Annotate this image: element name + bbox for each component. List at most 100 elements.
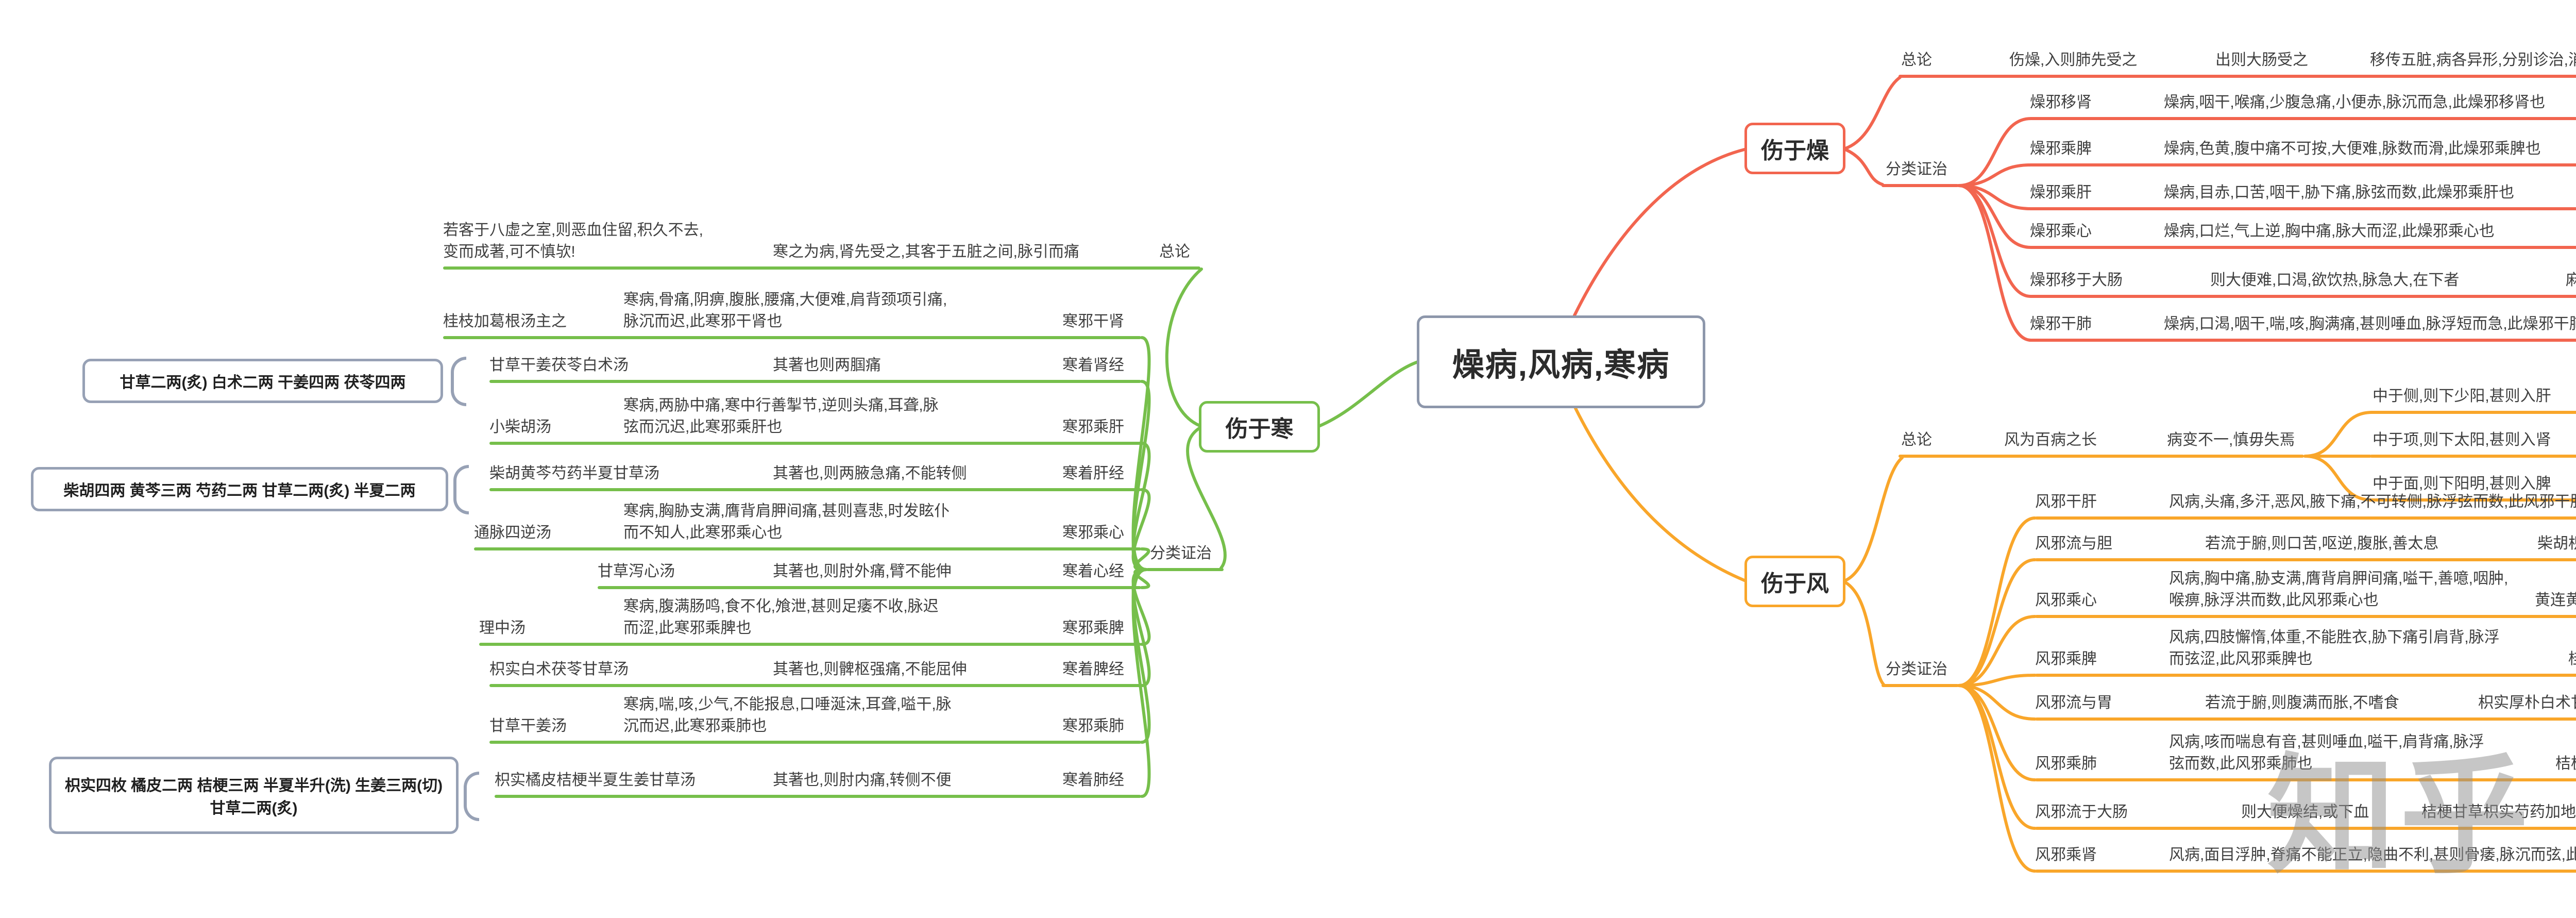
cold-row-label[interactable]: 寒着脾经 (1062, 661, 1124, 678)
row-line (489, 380, 1141, 383)
dry-overview-label[interactable]: 总论 (1901, 52, 1932, 69)
wind-row-label[interactable]: 风邪乘心 (2035, 592, 2097, 609)
cold-row-text[interactable]: 寒病,胸胁支满,膺背肩胛间痛,甚则喜悲,时发眩仆而不知人,此寒邪乘心也 (623, 503, 950, 541)
row-line (2035, 615, 2576, 618)
cold-row-text[interactable]: 寒病,喘,咳,少气,不能报息,口唾涎沫,耳聋,嗌干,脉沉而迟,此寒邪乘肺也 (623, 696, 952, 735)
dry-row-formula[interactable]: 麻仁白蜜煎 (2566, 272, 2576, 289)
wind-overview-sub[interactable]: 病变不一,慎毋失焉 (2167, 431, 2295, 448)
dry-row-text[interactable]: 燥病,目赤,口苦,咽干,胁下痛,脉弦而数,此燥邪乘肝也 (2164, 184, 2515, 201)
row-line (2030, 246, 2576, 249)
wind-row-label[interactable]: 风邪乘脾 (2035, 650, 2097, 667)
wind-overview-label[interactable]: 总论 (1901, 431, 1932, 448)
wind-overview-item[interactable]: 中于侧,则下少阳,甚则入肝 (2372, 388, 2551, 405)
row-line (479, 643, 1141, 646)
row-line (443, 336, 1141, 339)
wind-row-label[interactable]: 风邪流与胃 (2035, 694, 2112, 711)
wind-row-text[interactable]: 风病,面目浮肿,脊痛不能正立,隐曲不利,甚则骨痿,脉沉而弦,此风邪乘肾也 (2169, 846, 2576, 863)
cold-row-label[interactable]: 寒着肾经 (1062, 357, 1124, 374)
wind-row-formula[interactable]: 柴胡枳实芍药甘草汤 (2537, 535, 2576, 552)
cold-row-text[interactable]: 其著也则两腘痛 (773, 357, 881, 374)
wind-row-label[interactable]: 风邪乘肾 (2035, 846, 2097, 863)
dry-row-label[interactable]: 燥邪乘肝 (2030, 184, 2092, 201)
wind-row-label[interactable]: 风邪流于大肠 (2035, 804, 2128, 821)
cold-row-label[interactable]: 寒邪乘肺 (1062, 717, 1124, 735)
dry-row-text[interactable]: 燥病,口烂,气上逆,胸中痛,脉大而涩,此燥邪乘心也 (2164, 223, 2495, 240)
cold-row-formula[interactable]: 枳实白术茯苓甘草汤 (489, 661, 629, 678)
wind-row-text[interactable]: 则大便燥结,或下血 (2241, 804, 2369, 821)
wind-row-text[interactable]: 若流于腑,则腹满而胀,不嗜食 (2205, 694, 2399, 711)
dry-row-label[interactable]: 燥邪移于大肠 (2030, 272, 2123, 289)
cold-row-text[interactable]: 其著也,则肘外痛,臂不能伸 (773, 563, 952, 580)
wind-classification-label[interactable]: 分类证治 (1886, 661, 1947, 678)
dry-row-text[interactable]: 燥病,咽干,喉痛,少腹急痛,小便赤,脉沉而急,此燥邪移肾也 (2164, 94, 2546, 111)
branch-dry[interactable]: 伤于燥 (1744, 123, 1845, 174)
cold-row-text[interactable]: 寒病,两胁中痛,寒中行善掣节,逆则头痛,耳聋,脉弦而沉迟,此寒邪乘肝也 (623, 397, 939, 436)
wind-row-text[interactable]: 风病,四肢懈惰,体重,不能胜衣,胁下痛引肩背,脉浮而弦涩,此风邪乘脾也 (2169, 629, 2500, 667)
wind-overview-lead[interactable]: 风为百病之长 (2004, 431, 2097, 448)
cold-row-label[interactable]: 寒邪乘肝 (1062, 419, 1124, 436)
wind-row-text[interactable]: 风病,咳而喘息有音,甚则唾血,嗌干,肩背痛,脉浮弦而数,此风邪乘肺也 (2169, 733, 2484, 772)
wind-row-label[interactable]: 风邪乘肺 (2035, 755, 2097, 772)
cold-row-text[interactable]: 其著也,则肘内痛,转侧不便 (773, 772, 952, 789)
cold-row-formula[interactable]: 甘草泻心汤 (598, 563, 675, 580)
ingredient-bracket (453, 465, 469, 514)
cold-row-formula[interactable]: 小柴胡汤 (489, 419, 551, 436)
cold-row-formula[interactable]: 桂枝加葛根汤主之 (443, 313, 567, 330)
wind-overview-item[interactable]: 中于面,则下阳明,甚则入脾 (2372, 475, 2551, 492)
wind-row-text[interactable]: 若流于腑,则口苦,呕逆,腹胀,善太息 (2205, 535, 2439, 552)
wind-overview-item[interactable]: 中于项,则下太阳,甚则入肾 (2372, 431, 2551, 448)
cold-row-label[interactable]: 寒邪干肾 (1062, 313, 1124, 330)
wind-row-formula[interactable]: 桔梗甘草枳实芍药汤 (2555, 755, 2576, 772)
wind-row-formula[interactable]: 桂枝去桂加茯苓白术汤 (2568, 648, 2576, 670)
dry-overview-item[interactable]: 伤燥,入则肺先受之 (2009, 52, 2138, 69)
cold-row-formula[interactable]: 甘草干姜汤 (489, 717, 567, 735)
row-line (443, 266, 1200, 270)
cold-row-label[interactable]: 寒着心经 (1062, 563, 1124, 580)
dry-row-text[interactable]: 燥病,口渴,咽干,喘,咳,胸满痛,甚则唾血,脉浮短而急,此燥邪干肺也 (2164, 315, 2576, 332)
cold-row-formula[interactable]: 柴胡黄芩芍药半夏甘草汤 (489, 465, 659, 482)
dry-row-text[interactable]: 则大便难,口渴,欲饮热,脉急大,在下者 (2210, 272, 2460, 289)
cold-row-formula[interactable]: 理中汤 (479, 620, 526, 637)
row-line (1882, 684, 1959, 687)
dry-row-text[interactable]: 燥病,色黄,腹中痛不可按,大便难,脉数而滑,此燥邪乘脾也 (2164, 140, 2541, 157)
cold-row-text[interactable]: 寒病,骨痛,阴痹,腹胀,腰痛,大便难,肩背颈项引痛,脉沉而迟,此寒邪干肾也 (623, 291, 947, 330)
cold-classification-label[interactable]: 分类证治 (1150, 545, 1212, 562)
cold-row-text[interactable]: 寒病,腹满肠鸣,食不化,飧泄,甚则足痿不收,脉迟而涩,此寒邪乘脾也 (623, 598, 939, 637)
wind-row-formula[interactable]: 黄连黄芩麦门冬桔梗甘草汤 (2535, 592, 2576, 609)
branch-wind[interactable]: 伤于风 (1744, 556, 1845, 607)
cold-overview-note[interactable]: 若客于八虚之室,则恶血住留,积久不去,变而成著,可不慎欤! (443, 222, 704, 260)
row-line (1899, 75, 2576, 78)
cold-row-ingredients[interactable]: 枳实四枚 橘皮二两 桔梗三两 半夏半升(洗) 生姜三两(切) 甘草二两(炙) (49, 757, 459, 834)
central-topic[interactable]: 燥病,风病,寒病 (1417, 315, 1705, 408)
cold-row-label[interactable]: 寒着肺经 (1062, 772, 1124, 789)
dry-row-label[interactable]: 燥邪乘脾 (2030, 140, 2092, 157)
dry-row-label[interactable]: 燥邪移肾 (2030, 94, 2092, 111)
row-line (2035, 558, 2576, 561)
dry-row-label[interactable]: 燥邪干肺 (2030, 315, 2092, 332)
cold-row-ingredients[interactable]: 柴胡四两 黄芩三两 芍药二两 甘草二两(炙) 半夏二两 (31, 467, 448, 511)
cold-row-label[interactable]: 寒着肝经 (1062, 465, 1124, 482)
dry-classification-label[interactable]: 分类证治 (1886, 161, 1947, 178)
cold-row-label[interactable]: 寒邪乘脾 (1062, 620, 1124, 637)
wind-row-text[interactable]: 风病,胸中痛,胁支满,膺背肩胛间痛,嗌干,善噫,咽肿,喉痹,脉浮洪而数,此风邪乘… (2169, 570, 2509, 609)
cold-row-text[interactable]: 其著也,则两腋急痛,不能转侧 (773, 465, 967, 482)
wind-row-formula[interactable]: 枳实厚朴白术甘草汤 (2478, 694, 2576, 711)
row-line (2035, 717, 2576, 721)
wind-row-label[interactable]: 风邪流与胆 (2035, 535, 2112, 552)
cold-overview-label[interactable]: 总论 (1159, 243, 1190, 260)
row-line (2030, 339, 2576, 342)
cold-row-formula[interactable]: 通脉四逆汤 (474, 524, 551, 541)
wind-row-formula[interactable]: 桔梗甘草枳实芍药加地黄牡丹汤 (2421, 804, 2576, 821)
cold-row-formula[interactable]: 甘草干姜茯苓白术汤 (489, 357, 629, 374)
cold-row-ingredients[interactable]: 甘草二两(炙) 白术二两 干姜四两 茯苓四两 (82, 359, 443, 403)
dry-overview-item[interactable]: 移传五脏,病各异形,分别诊治,消息脉经。 (2370, 52, 2576, 69)
cold-row-label[interactable]: 寒邪乘心 (1062, 524, 1124, 541)
cold-row-formula[interactable]: 枳实橘皮桔梗半夏生姜甘草汤 (495, 772, 696, 789)
wind-row-text[interactable]: 风病,头痛,多汗,恶风,腋下痛,不可转侧,脉浮弦而数,此风邪干肝也 (2169, 493, 2576, 510)
branch-cold[interactable]: 伤于寒 (1199, 401, 1320, 453)
dry-overview-item[interactable]: 出则大肠受之 (2215, 52, 2308, 69)
wind-row-label[interactable]: 风邪干肝 (2035, 493, 2097, 510)
dry-row-label[interactable]: 燥邪乘心 (2030, 223, 2092, 240)
cold-overview-text[interactable]: 寒之为病,肾先受之,其客于五脏之间,脉引而痛 (773, 243, 1080, 260)
cold-row-text[interactable]: 其著也,则髀枢强痛,不能屈伸 (773, 661, 967, 678)
